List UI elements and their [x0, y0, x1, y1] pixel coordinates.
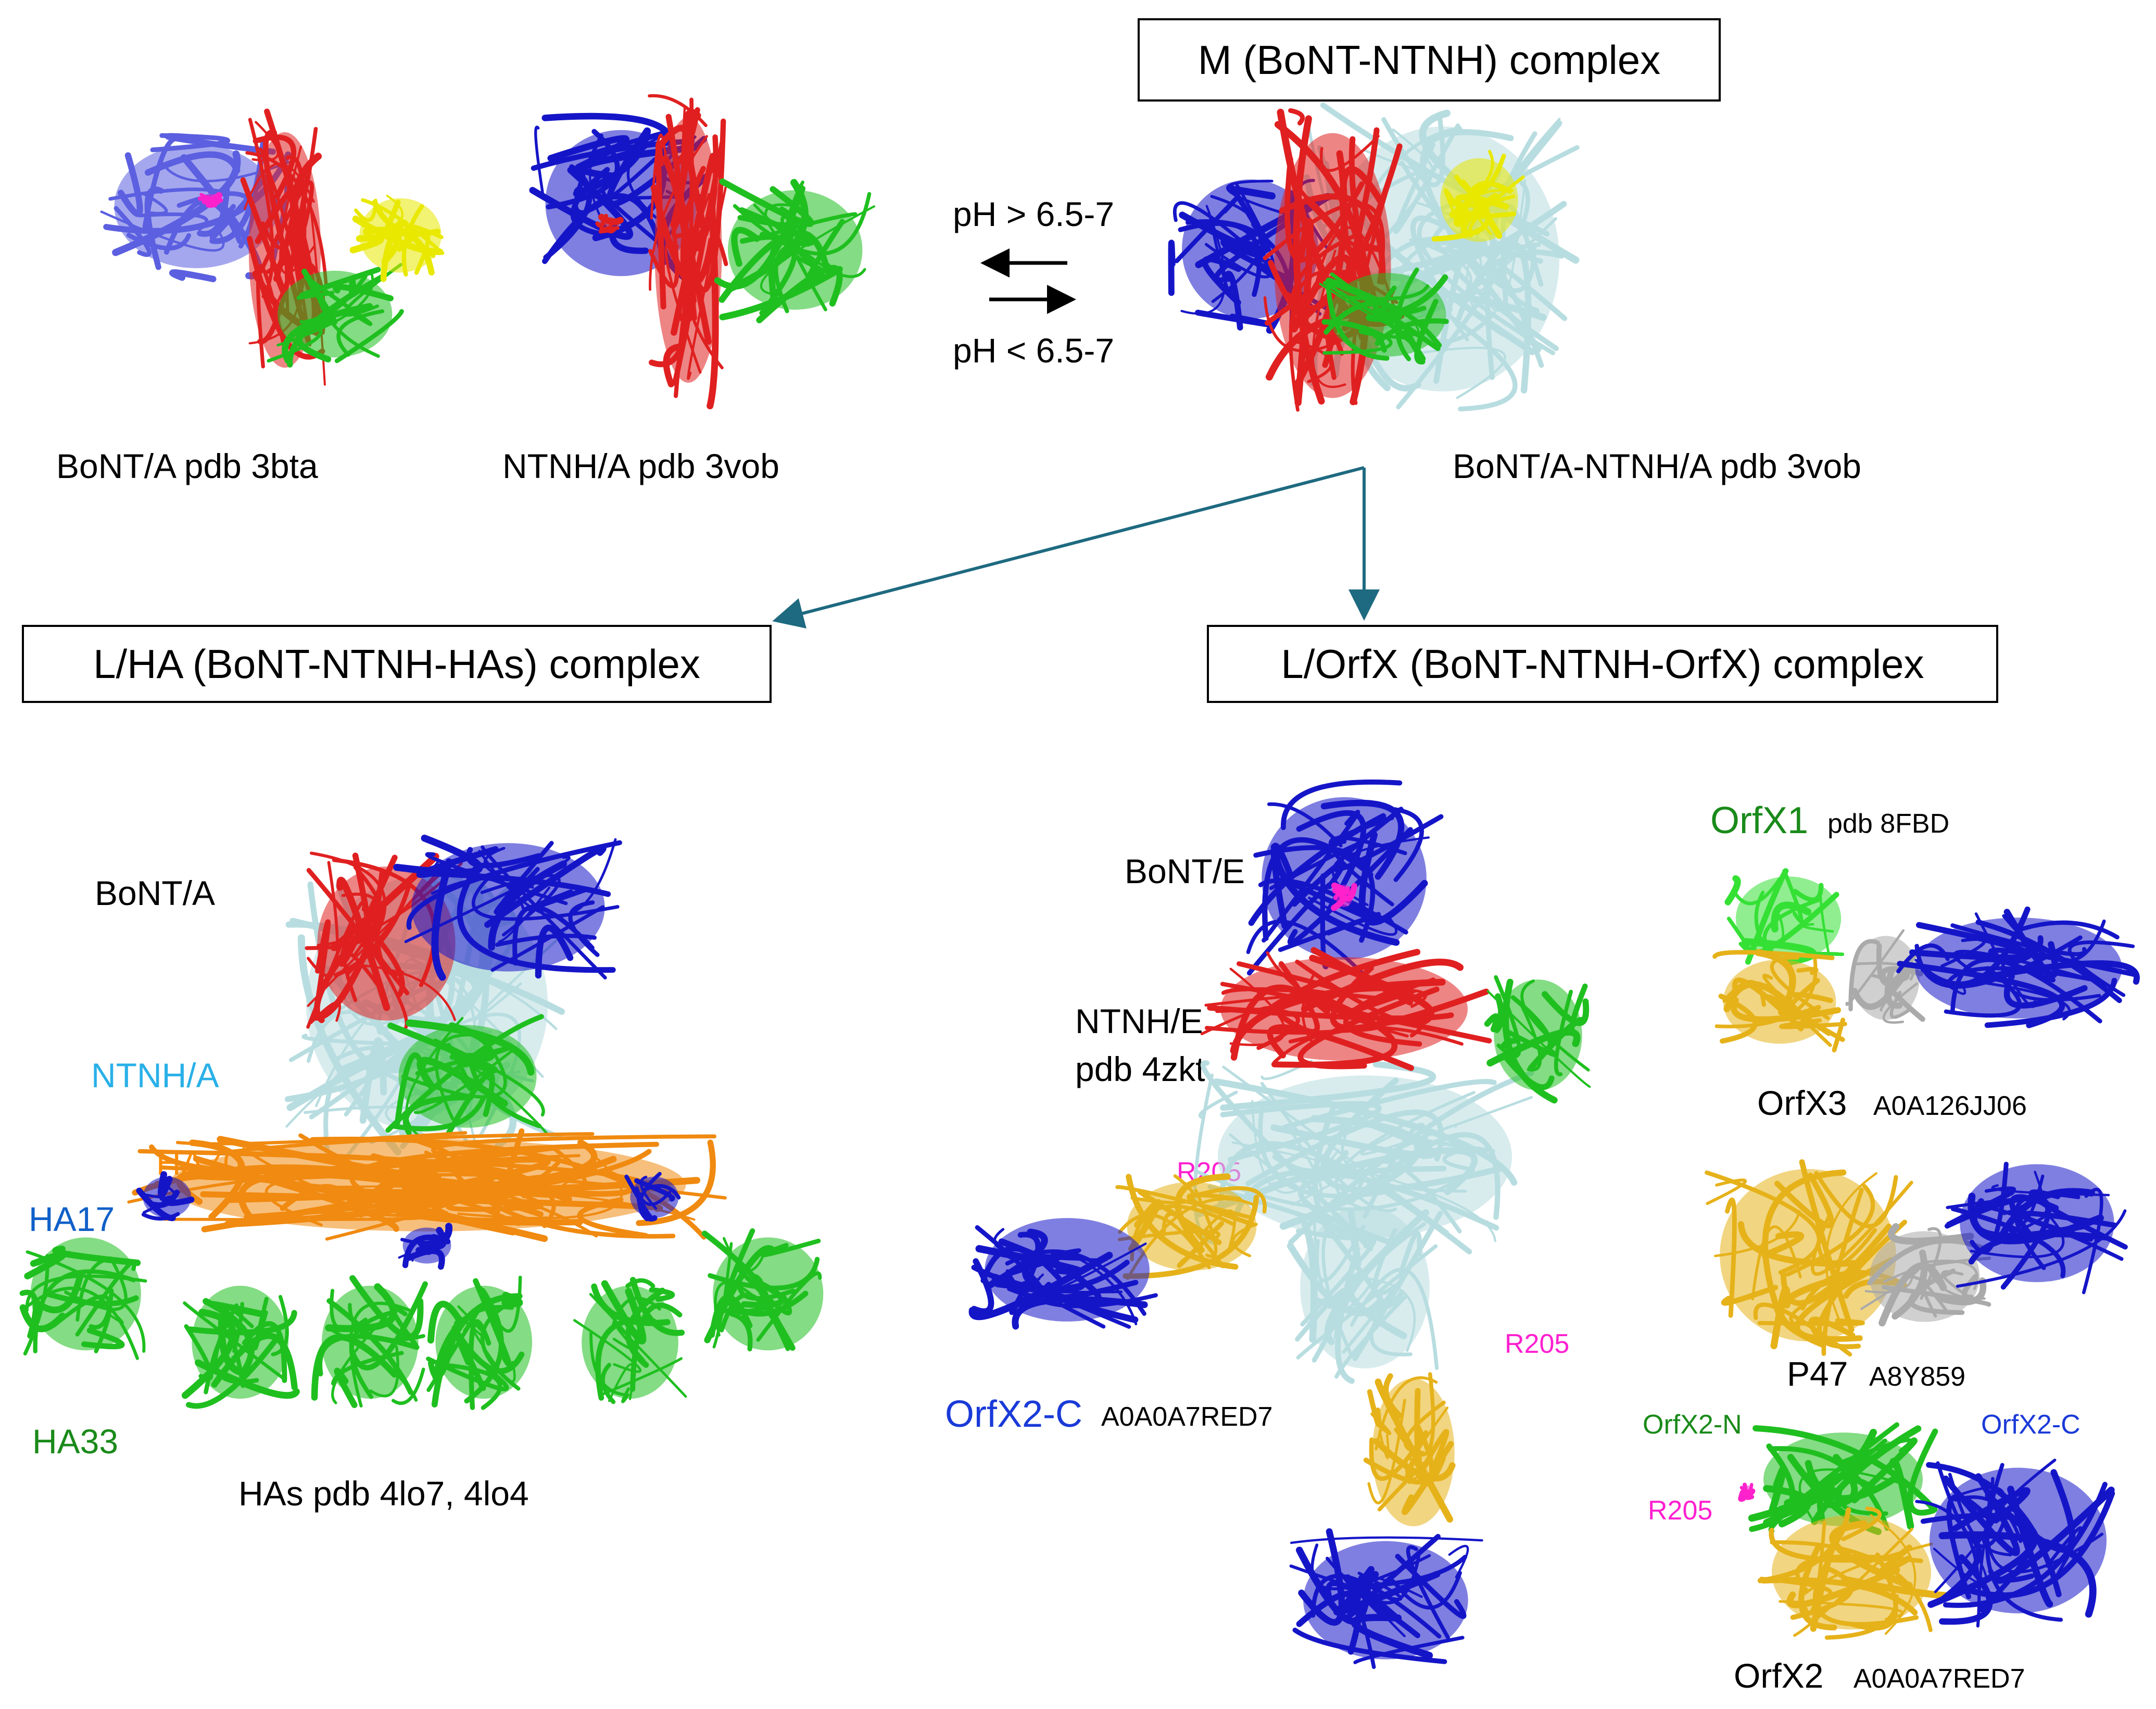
lha-ha33-label: HA33 [32, 1424, 118, 1459]
lha-complex-image [21, 823, 833, 1427]
orfx1-structure-image [1700, 859, 2142, 1057]
magenta-domain [1741, 1485, 1752, 1499]
complex-caption: BoNT/A-NTNH/A pdb 3vob [1453, 449, 1861, 483]
green-domain [704, 1231, 823, 1350]
green_bright-domain [1728, 871, 1843, 962]
green-domain [184, 1286, 296, 1406]
side-orfx2-id: A0A0A7RED7 [1854, 1665, 2025, 1692]
lorfx-complex-title: L/OrfX (BoNT-NTNH-OrfX) complex [1281, 640, 1924, 688]
m-complex-title: M (BoNT-NTNH) complex [1198, 36, 1660, 84]
branch-arrow-to-lha [778, 468, 1364, 620]
green-domain [314, 1278, 425, 1406]
gold-domain [1760, 1509, 1945, 1638]
m-complex-title-box: M (BoNT-NTNH) complex [1138, 18, 1721, 102]
ntnha-structure-image [510, 94, 906, 406]
green-domain [717, 182, 874, 320]
p47-structure-image [1700, 1138, 2132, 1351]
side-orfx2-name: OrfX2 [1734, 1658, 1823, 1693]
blue-domain [399, 1226, 451, 1267]
lorfx-complex-box: L/OrfX (BoNT-NTNH-OrfX) complex [1207, 625, 1998, 703]
gold-domain [1714, 952, 1845, 1050]
bonta-structure-image [73, 104, 458, 396]
side-orfx1-pdb: pdb 8FBD [1827, 810, 1949, 837]
gold-domain [1366, 1374, 1455, 1526]
blue-domain [1248, 782, 1441, 973]
blue-domain [1291, 1531, 1482, 1667]
lha-caption: HAs pdb 4lo7, 4lo4 [238, 1476, 529, 1511]
orfx2-structure-image [1718, 1406, 2135, 1651]
bonta-ntnha-complex-image [1158, 102, 1617, 430]
red-domain [1202, 950, 1490, 1068]
grey-domain [1847, 931, 1923, 1023]
ph-low-label: pH < 6.5-7 [953, 333, 1114, 368]
side-orfx1-name: OrfX1 [1710, 802, 1808, 839]
ntnha-caption: NTNH/A pdb 3vob [502, 449, 779, 483]
ph-high-label: pH > 6.5-7 [953, 197, 1114, 231]
blue-domain [1898, 909, 2137, 1025]
green-domain [574, 1280, 686, 1402]
lha-complex-title: L/HA (BoNT-NTNH-HAs) complex [93, 640, 700, 688]
yellow-domain [353, 196, 443, 279]
red-domain [649, 96, 726, 406]
side-orfx3-id: A0A126JJ06 [1873, 1092, 2027, 1120]
side-orfx3-name: OrfX3 [1757, 1086, 1847, 1120]
side-p47-id: A8Y859 [1869, 1363, 1965, 1390]
lorfx-complex-image [984, 791, 1676, 1661]
lha-complex-box: L/HA (BoNT-NTNH-HAs) complex [22, 625, 772, 703]
green-domain [428, 1277, 532, 1408]
green-domain [22, 1237, 146, 1358]
green-domain [1487, 977, 1590, 1100]
blue-domain [1917, 1460, 2112, 1626]
bonta-caption: BoNT/A pdb 3bta [56, 449, 318, 483]
side-p47-name: P47 [1787, 1356, 1848, 1391]
